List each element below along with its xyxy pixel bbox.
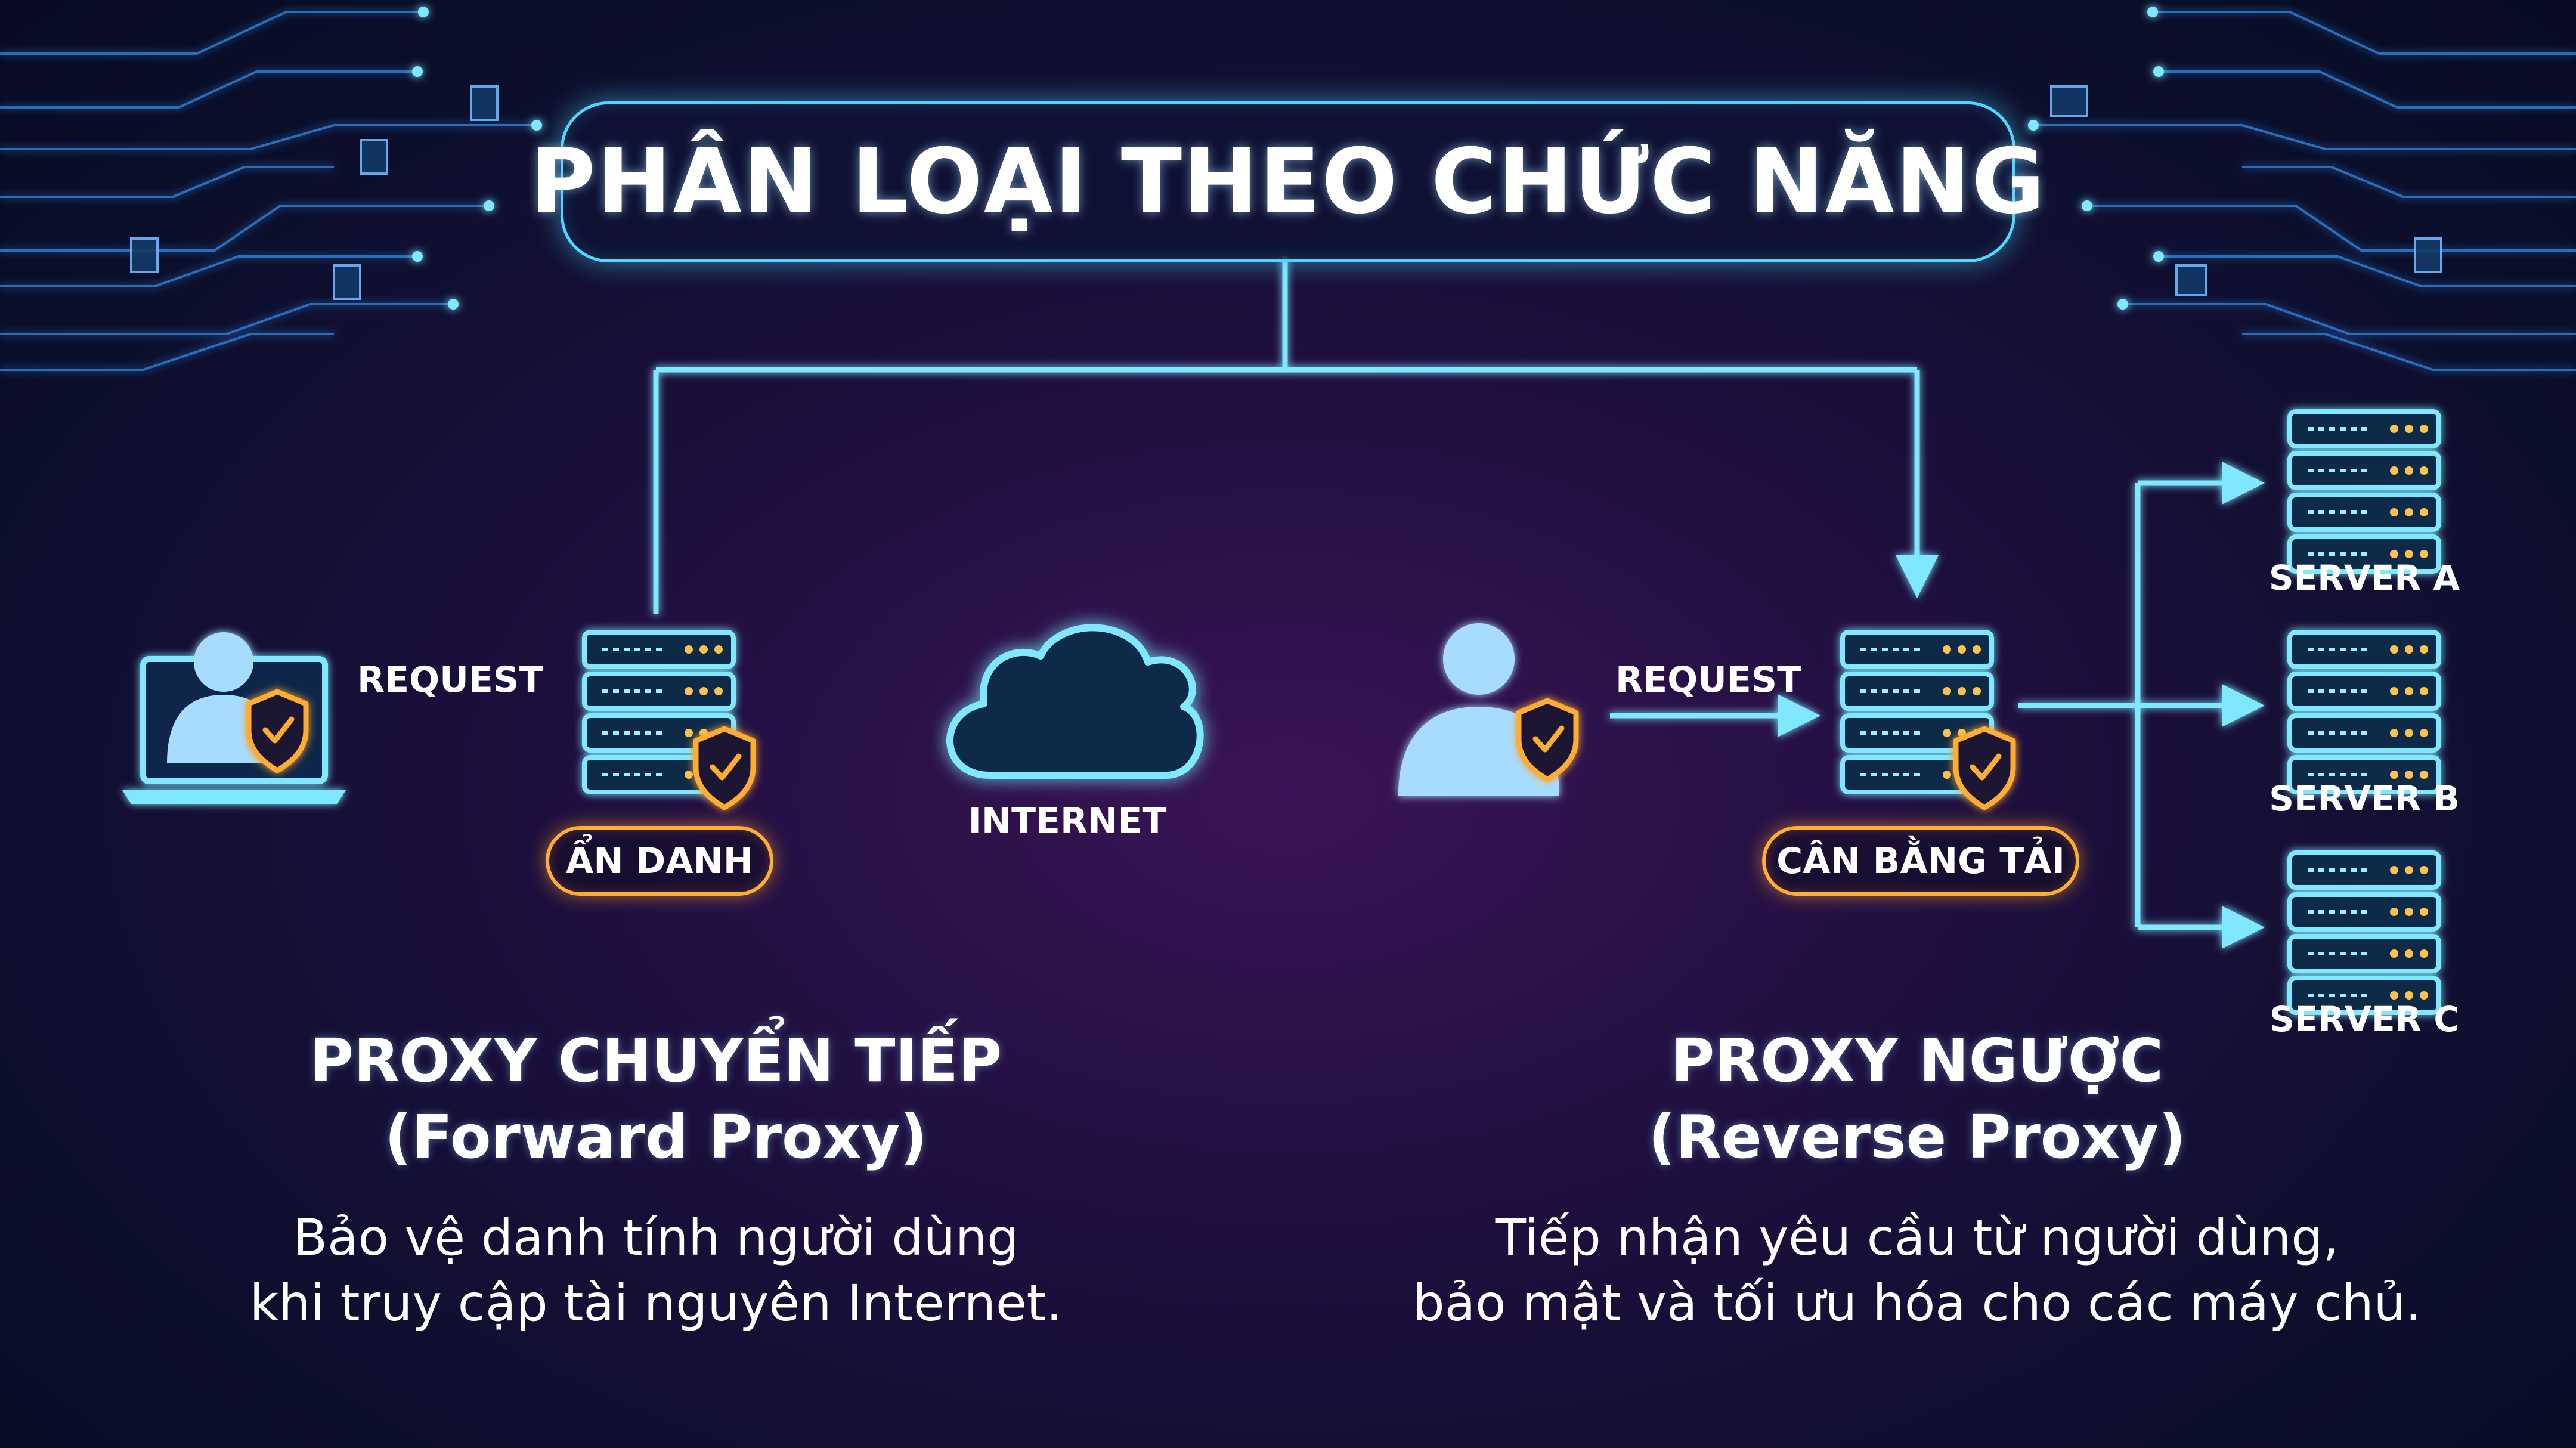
page-title: PHÂN LOẠI THEO CHỨC NĂNG bbox=[530, 130, 2046, 234]
reverse-request-label: REQUEST bbox=[1615, 659, 1802, 701]
circuit-decoration-right bbox=[2033, 11, 2576, 371]
title-box: PHÂN LOẠI THEO CHỨC NĂNG bbox=[530, 101, 2045, 262]
cloud-icon bbox=[946, 624, 1204, 779]
internet-label: INTERNET bbox=[968, 800, 1167, 842]
server-rack-icon bbox=[2290, 411, 2439, 571]
forward-heading: PROXY CHUYỂN TIẾP bbox=[309, 1026, 1002, 1096]
shield-check-icon bbox=[696, 729, 753, 807]
reverse-arrows bbox=[1610, 462, 2265, 949]
forward-desc-line2: khi truy cập tài nguyên Internet. bbox=[249, 1274, 1063, 1332]
shield-check-icon bbox=[1956, 729, 2013, 807]
document-icon bbox=[2050, 85, 2442, 296]
laptop-user-icon bbox=[122, 632, 346, 804]
server-c-label: SERVER C bbox=[2270, 999, 2459, 1039]
circuit-nodes-left bbox=[412, 7, 542, 310]
circuit-nodes-right bbox=[2028, 7, 2164, 310]
forward-subheading: (Forward Proxy) bbox=[384, 1102, 928, 1172]
reverse-desc-line1: Tiếp nhận yêu cầu từ người dùng, bbox=[1495, 1208, 2339, 1267]
server-b-label: SERVER B bbox=[2269, 778, 2460, 819]
server-a-label: SERVER A bbox=[2268, 558, 2460, 598]
circuit-decoration-left bbox=[0, 11, 537, 371]
forward-request-label: REQUEST bbox=[357, 659, 544, 701]
server-rack-icon bbox=[2290, 853, 2439, 1013]
anonymous-badge: ẨN DANH bbox=[546, 826, 773, 896]
document-icon bbox=[130, 85, 499, 300]
reverse-desc-line2: bảo mật và tối ưu hóa cho các máy chủ. bbox=[1413, 1274, 2422, 1332]
load-balancing-badge: CÂN BẰNG TẢI bbox=[1762, 826, 2079, 896]
title-connector bbox=[653, 256, 1939, 614]
reverse-heading: PROXY NGƯỢC bbox=[1670, 1026, 2164, 1096]
forward-desc-line1: Bảo vệ danh tính người dùng bbox=[293, 1208, 1019, 1267]
reverse-subheading: (Reverse Proxy) bbox=[1648, 1102, 2186, 1172]
server-rack-icon bbox=[2290, 632, 2439, 792]
